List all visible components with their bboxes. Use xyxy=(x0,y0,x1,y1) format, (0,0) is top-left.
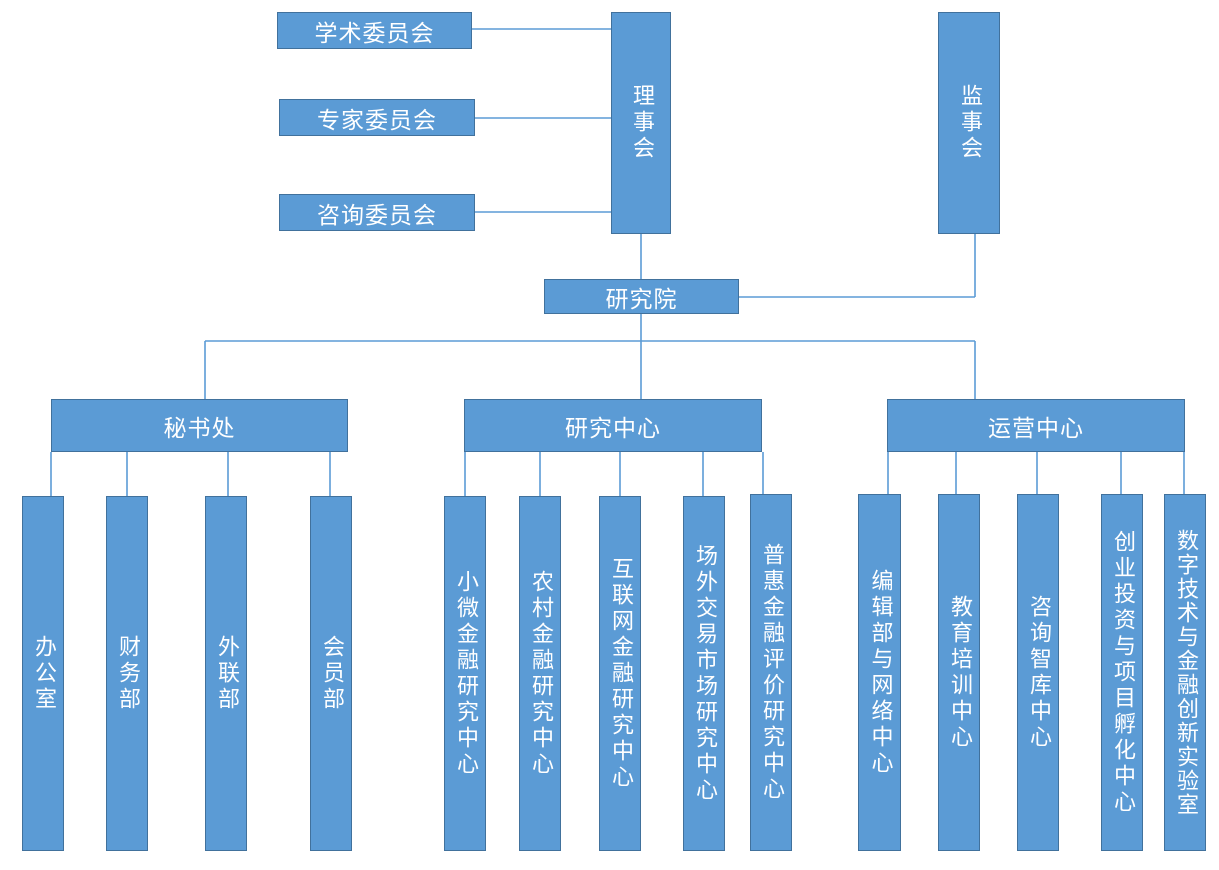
unit-label: 农村金融研究中心 xyxy=(528,569,553,778)
unit-label: 互联网金融研究中心 xyxy=(608,556,633,791)
board-of-supervisors: 监事会 xyxy=(938,12,1000,234)
unit-label: 会员部 xyxy=(319,634,344,713)
unit-label: 数字技术与金融创新实验室 xyxy=(1173,528,1198,817)
department-label: 秘书处 xyxy=(163,415,236,442)
committee-label: 专家委员会 xyxy=(317,107,437,134)
unit-label: 财务部 xyxy=(115,634,140,713)
committee-label: 咨询委员会 xyxy=(317,202,437,229)
institute-label: 研究院 xyxy=(605,286,678,313)
institute: 研究院 xyxy=(544,279,739,314)
unit-label: 普惠金融评价研究中心 xyxy=(759,542,784,803)
unit-box: 财务部 xyxy=(106,496,148,851)
unit-box: 咨询智库中心 xyxy=(1017,494,1059,851)
unit-label: 编辑部与网络中心 xyxy=(867,568,893,777)
unit-box: 场外交易市场研究中心 xyxy=(683,496,725,851)
supervisory-label: 监事会 xyxy=(957,84,982,162)
department-operations-center: 运营中心 xyxy=(887,399,1185,452)
unit-box: 农村金融研究中心 xyxy=(519,496,561,851)
committee-expert: 专家委员会 xyxy=(279,99,475,136)
unit-label: 创业投资与项目孵化中心 xyxy=(1110,529,1135,816)
unit-box: 互联网金融研究中心 xyxy=(599,496,641,851)
department-label: 运营中心 xyxy=(988,415,1084,442)
unit-box: 教育培训中心 xyxy=(938,494,980,851)
committee-advisory: 咨询委员会 xyxy=(279,194,475,231)
unit-box: 编辑部与网络中心 xyxy=(858,494,901,851)
unit-label: 外联部 xyxy=(214,634,239,713)
unit-box: 数字技术与金融创新实验室 xyxy=(1164,494,1206,851)
board-of-directors: 理事会 xyxy=(611,12,671,234)
committee-label: 学术委员会 xyxy=(314,20,435,47)
committee-academic: 学术委员会 xyxy=(277,12,472,49)
unit-box: 会员部 xyxy=(310,496,352,851)
unit-label: 办公室 xyxy=(31,634,56,713)
unit-box: 小微金融研究中心 xyxy=(444,496,486,851)
unit-label: 场外交易市场研究中心 xyxy=(692,543,717,804)
unit-label: 小微金融研究中心 xyxy=(453,569,478,778)
board-label: 理事会 xyxy=(629,84,654,162)
department-secretariat: 秘书处 xyxy=(51,399,348,452)
unit-box: 创业投资与项目孵化中心 xyxy=(1101,494,1143,851)
department-research-center: 研究中心 xyxy=(464,399,762,452)
department-label: 研究中心 xyxy=(565,415,661,442)
unit-label: 教育培训中心 xyxy=(947,594,972,751)
unit-label: 咨询智库中心 xyxy=(1026,594,1051,751)
unit-box: 外联部 xyxy=(205,496,247,851)
unit-box: 普惠金融评价研究中心 xyxy=(750,494,792,851)
unit-box: 办公室 xyxy=(22,496,64,851)
